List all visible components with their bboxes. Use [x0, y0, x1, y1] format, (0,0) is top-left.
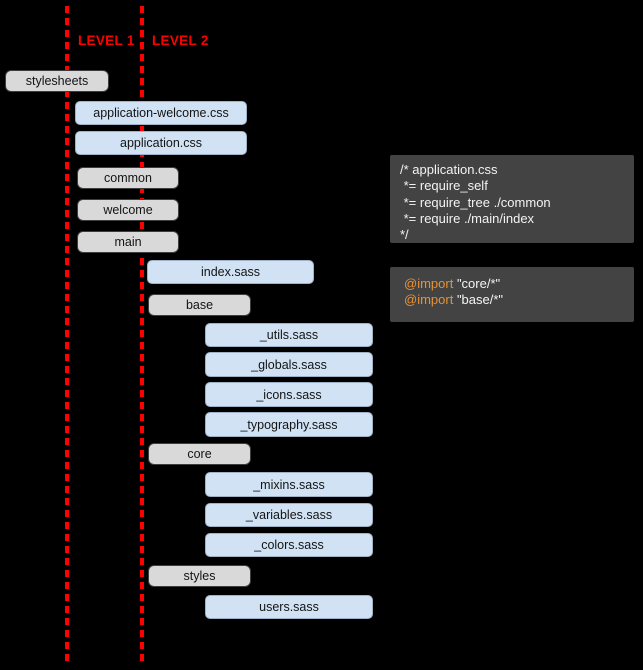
tree-node-file: _typography.sass	[205, 412, 373, 437]
tree-node-folder: core	[148, 443, 251, 465]
tree-node-file: application-welcome.css	[75, 101, 247, 125]
tree-node-file: index.sass	[147, 260, 314, 284]
tree-node-file: application.css	[75, 131, 247, 155]
sprockets-directives-block: /* application.css *= require_self *= re…	[390, 155, 634, 243]
tree-node-folder: styles	[148, 565, 251, 587]
code-line: /* application.css	[400, 162, 498, 177]
tree-node-file: _mixins.sass	[205, 472, 373, 497]
code-line: */	[400, 227, 409, 243]
tree-node-folder: main	[77, 231, 179, 253]
tree-node-folder: stylesheets	[5, 70, 109, 92]
code-line: *= require_self	[400, 178, 488, 194]
tree-node-folder: base	[148, 294, 251, 316]
code-line: *= require ./main/index	[400, 210, 535, 226]
level-1-label: LEVEL 1	[78, 33, 135, 48]
tree-node-file: _utils.sass	[205, 323, 373, 347]
tree-node-file: _globals.sass	[205, 352, 373, 377]
tree-node-file: _variables.sass	[205, 503, 373, 527]
tree-node-file: users.sass	[205, 595, 373, 619]
sass-imports-block: @import "core/*"@import "base/*"	[390, 267, 634, 322]
level-1-guide-line	[65, 6, 69, 661]
tree-node-file: _icons.sass	[205, 382, 373, 407]
tree-node-folder: common	[77, 167, 179, 189]
code-line: @import "base/*"	[404, 292, 504, 308]
code-line: @import "core/*"	[404, 276, 501, 291]
level-2-label: LEVEL 2	[152, 33, 209, 48]
code-line: *= require_tree ./common	[400, 194, 551, 210]
level-2-guide-line	[140, 6, 144, 661]
tree-node-file: _colors.sass	[205, 533, 373, 557]
tree-node-folder: welcome	[77, 199, 179, 221]
